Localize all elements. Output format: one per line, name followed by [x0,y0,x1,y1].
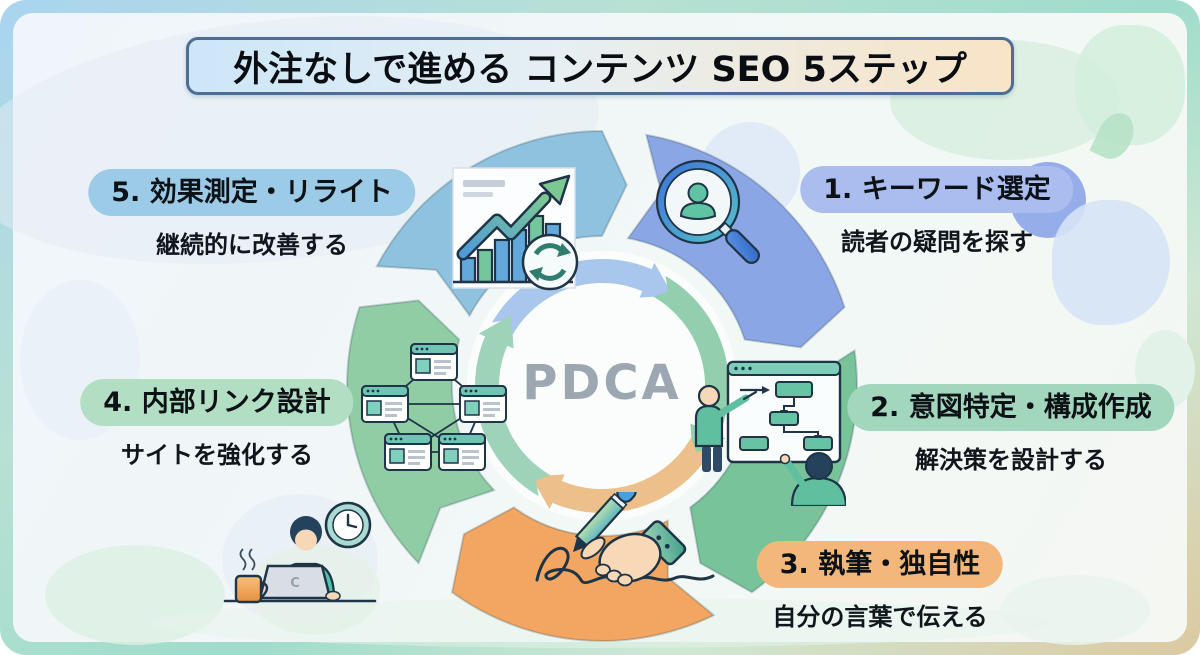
step-2-label: 2. 意図特定・構成作成 [870,392,1152,423]
coffee-mug-icon [234,548,269,604]
person-laptop-icon: C [222,494,380,635]
flowchart-people-icon [694,360,846,506]
step-4-subtitle: サイトを強化する [120,441,313,469]
writing-hand-icon [535,492,715,587]
chart-growth-refresh-icon [452,167,579,291]
pdca-arrow-3 [546,437,712,513]
step-1: 1. キーワード選定 読者の疑問を探す [800,166,1074,257]
pdca-arrowhead-4 [478,315,514,349]
step-5: 5. 効果測定・リライト 継続的に改善する [88,169,416,260]
step-4-label: 4. 内部リンク設計 [103,387,331,418]
decor-blob-blue-right [1052,200,1170,325]
pdca-arrow-1 [492,259,658,335]
step-5-subtitle: 継続的に改善する [155,231,348,259]
pdca-center-label: PDCA [522,355,682,411]
step-4: 4. 内部リンク設計 サイトを強化する [80,379,354,470]
clock-icon [324,501,372,549]
pdca-arrow-4 [475,330,551,496]
title-banner: 外注なしで進める コンテンツ SEO 5ステップ [186,37,1014,95]
step-1-label: 1. キーワード選定 [823,174,1051,205]
decor-blob-bottomright [1000,575,1150,645]
laptop-logo: C [290,576,300,591]
step-5-label: 5. 効果測定・リライト [111,177,393,208]
page-title: 外注なしで進める コンテンツ SEO 5ステップ [233,49,967,90]
step-3-subtitle: 自分の言葉で伝える [772,603,988,631]
step-1-subtitle: 読者の疑問を探す [840,228,1033,256]
step-2-pill: 2. 意図特定・構成作成 [847,384,1175,431]
step-4-pill: 4. 内部リンク設計 [80,379,354,426]
pdca-arrowhead-1 [639,262,673,298]
step-1-pill: 1. キーワード選定 [800,166,1074,213]
window-network-icon [361,343,507,471]
magnifier-person-icon [655,159,760,264]
step-2-subtitle: 解決策を設計する [914,446,1107,474]
step-2: 2. 意図特定・構成作成 解決策を設計する [847,384,1175,475]
step-3-pill: 3. 執筆・独自性 [756,541,1004,588]
step-3-label: 3. 執筆・独自性 [779,549,981,580]
pdca-arrowhead-3 [531,474,565,510]
step-3: 3. 執筆・独自性 自分の言葉で伝える [756,541,1004,632]
pdca-center-circle [467,251,737,521]
step-5-pill: 5. 効果測定・リライト [88,169,416,216]
